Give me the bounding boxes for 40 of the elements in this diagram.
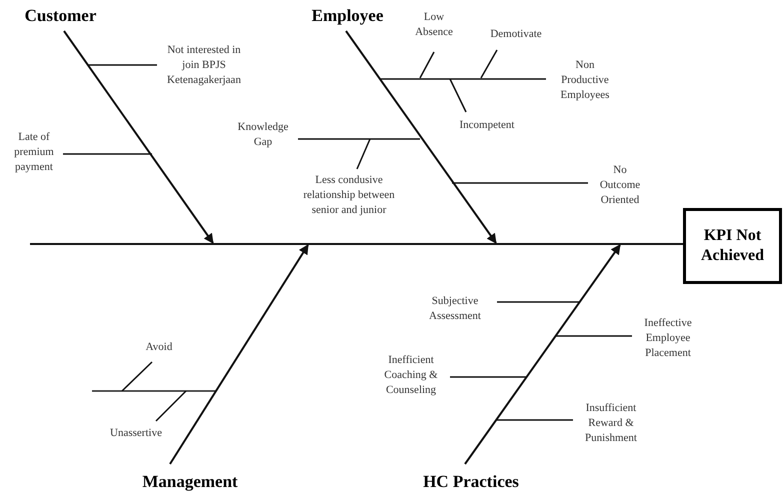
arrow — [345, 30, 497, 244]
cause-label: Insufficient Reward & Punishment — [576, 401, 646, 446]
cause-label: Not interested in join BPJS Ketenagakerjaan — [160, 43, 248, 88]
branch-line — [63, 153, 152, 155]
branch-line — [298, 138, 420, 140]
category-label: Employee — [300, 6, 395, 26]
cause-label: No Outcome Oriented — [592, 163, 648, 208]
cause-label: Ineffective Employee Placement — [634, 316, 702, 361]
cause-label: Inefficient Coaching & Counseling — [376, 353, 446, 398]
cause-label: Subjective Assessment — [418, 294, 492, 324]
branch-line — [121, 361, 153, 392]
arrow — [63, 30, 214, 244]
cause-label: Non Productive Employees — [552, 58, 618, 103]
branch-line — [556, 335, 632, 337]
branch-line — [88, 64, 157, 66]
arrow — [464, 244, 621, 465]
cause-label: Unassertive — [98, 426, 174, 441]
category-label: Management — [130, 472, 250, 492]
spine-line — [30, 243, 683, 245]
branch-line — [419, 52, 435, 78]
cause-label: Knowledge Gap — [232, 120, 294, 150]
cause-label: Late of premium payment — [6, 130, 62, 175]
branch-line — [380, 78, 546, 80]
branch-line — [480, 50, 498, 78]
branch-line — [497, 301, 580, 303]
branch-line — [449, 78, 467, 112]
cause-label: Low Absence — [408, 10, 460, 40]
branch-line — [452, 182, 588, 184]
cause-label: Demotivate — [482, 27, 550, 42]
branch-line — [356, 138, 371, 170]
category-label: HC Practices — [412, 472, 530, 492]
branch-line — [450, 376, 526, 378]
arrow — [169, 244, 309, 465]
cause-label: Less condusive relationship between senior and junior — [290, 173, 408, 218]
category-label: Customer — [8, 6, 113, 26]
branch-line — [496, 419, 573, 421]
cause-label: Incompetent — [448, 118, 526, 133]
cause-label: Avoid — [136, 340, 182, 355]
effect-box: KPI Not Achieved — [683, 208, 782, 284]
branch-line — [155, 390, 187, 422]
